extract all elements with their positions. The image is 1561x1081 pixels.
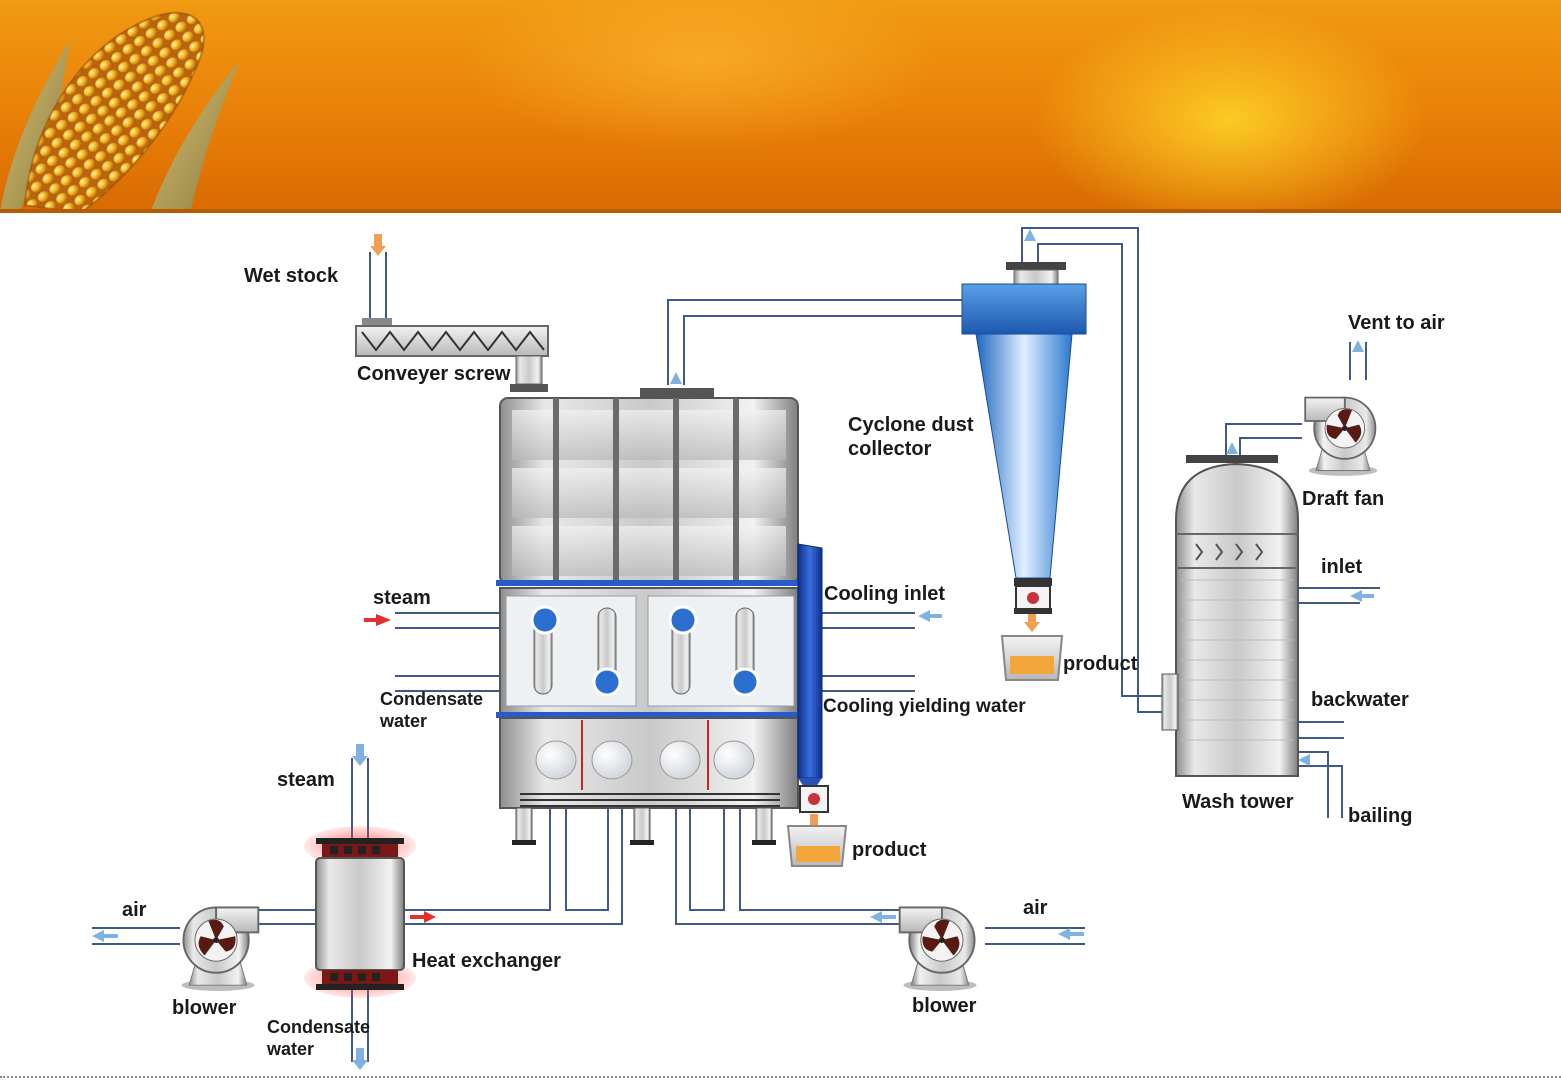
label-vent-to-air: Vent to air [1348,312,1445,334]
label-air-left: air [122,899,147,921]
label-blower-right: blower [912,995,977,1017]
fan-icon [1305,398,1377,476]
label-cyclone-line1: Cyclone dust [848,414,974,436]
label-condensate-line2: water [379,711,427,731]
fan-icon [900,907,977,991]
label-bailing: bailing [1348,805,1412,827]
fluid-bed-dryer [496,388,846,866]
label-condensate-line1: Condensate [380,689,483,709]
label-cyclone-line2: collector [848,438,932,460]
label-product-dryer: product [852,839,927,861]
label-wash-tower: Wash tower [1182,791,1294,813]
label-conveyer-screw: Conveyer screw [357,363,511,385]
label-backwater: backwater [1311,689,1409,711]
cyclone-dust-collector [962,262,1086,680]
label-air-right: air [1023,897,1048,919]
label-product-cyclone: product [1063,653,1138,675]
label-cooling-inlet: Cooling inlet [824,583,945,605]
label-steam-top: steam [373,587,431,609]
label-condensate-bottom-line1: Condensate [267,1017,370,1037]
fan-icon [182,907,259,991]
label-draft-fan: Draft fan [1302,488,1384,510]
label-condensate-bottom-line2: water [266,1039,314,1059]
wash-tower [1162,455,1298,776]
label-heat-exchanger: Heat exchanger [412,950,561,972]
label-inlet: inlet [1321,556,1362,578]
heat-exchanger [304,826,416,998]
footer-divider [0,1076,1561,1078]
label-steam-bottom: steam [277,769,335,791]
label-wet-stock: Wet stock [244,265,339,287]
label-cooling-yielding-water: Cooling yielding water [823,696,1026,717]
label-blower-left: blower [172,997,237,1019]
